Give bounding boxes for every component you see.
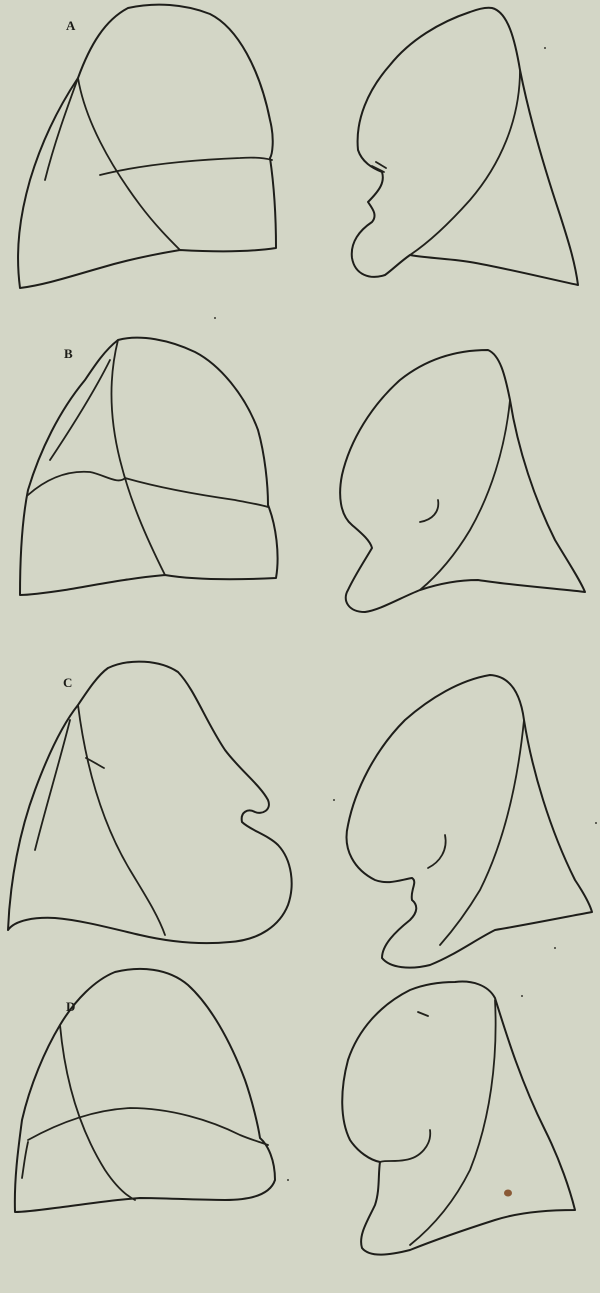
horizontal-fissure — [125, 478, 268, 507]
oblique-fissure — [410, 1000, 496, 1245]
hilum-curve — [428, 835, 446, 868]
lung-outline — [15, 969, 275, 1212]
paper-speck — [333, 799, 335, 801]
figure-c-left-lung — [8, 662, 292, 944]
oblique-fissure — [440, 720, 524, 945]
oblique-fissure — [78, 705, 165, 935]
upper-division — [22, 1142, 28, 1178]
paper-speck — [595, 822, 597, 824]
paper-speck — [214, 317, 216, 319]
upper-division — [50, 360, 110, 460]
figure-a-left-lung — [18, 5, 276, 288]
figure-b-right-lung — [340, 350, 585, 612]
ink-stain — [504, 1190, 512, 1197]
figure-d-left-lung — [15, 969, 275, 1212]
paper-speck — [287, 1179, 289, 1181]
oblique-fissure — [420, 400, 510, 590]
lung-outline — [340, 350, 585, 612]
lung-outline — [347, 675, 592, 968]
lower-fissure — [28, 472, 125, 495]
hilum-curve — [420, 500, 438, 522]
paper-speck — [544, 47, 546, 49]
oblique-fissure — [410, 70, 520, 255]
hilum-mark — [372, 162, 386, 172]
lung-outline — [18, 5, 276, 288]
hilum-curve — [380, 1130, 430, 1162]
lung-outline — [352, 8, 578, 285]
lung-outline — [342, 982, 575, 1255]
horizontal-fissure — [28, 1108, 268, 1145]
figure-a-right-lung — [352, 8, 578, 285]
paper-speck — [554, 947, 556, 949]
figure-b-left-lung — [20, 338, 278, 595]
oblique-fissure — [111, 340, 165, 575]
apex-mark — [418, 1012, 428, 1016]
horizontal-fissure — [100, 158, 272, 175]
paper-speck — [521, 995, 523, 997]
figure-d-right-lung — [342, 982, 575, 1255]
lung-outline — [8, 662, 292, 944]
lung-outline — [20, 338, 278, 595]
figure-c-right-lung — [347, 675, 592, 968]
upper-division — [35, 720, 70, 850]
